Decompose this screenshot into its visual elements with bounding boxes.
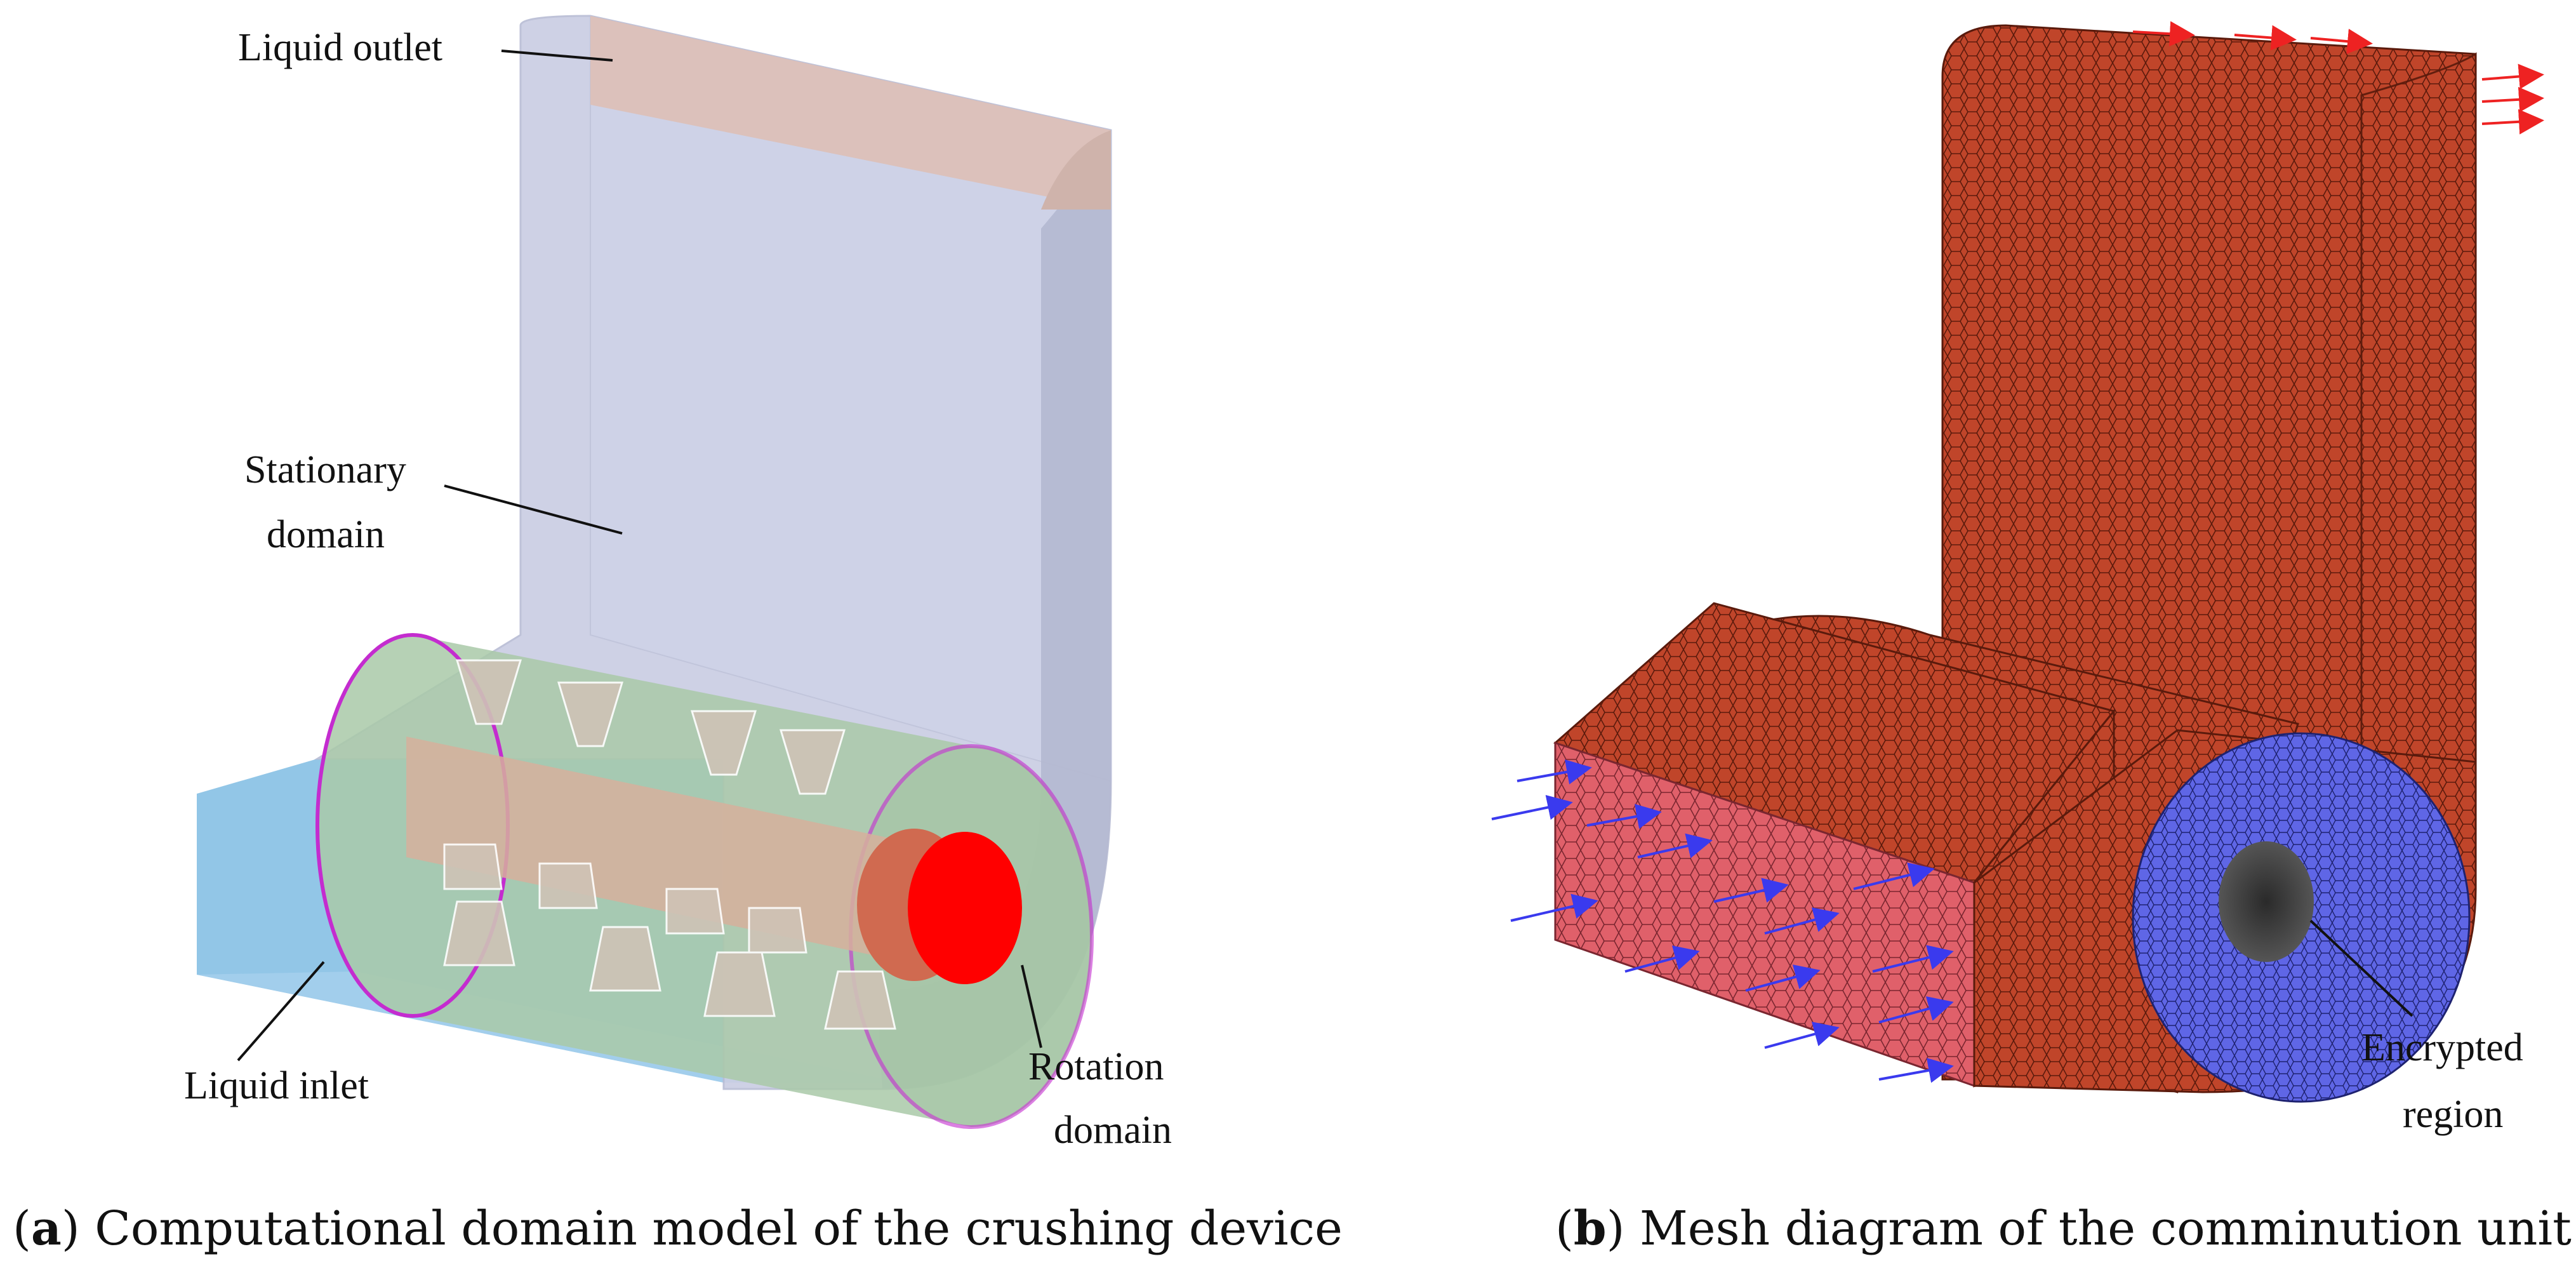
inlet-arrows xyxy=(1491,759,1954,1083)
blades xyxy=(443,659,896,1030)
caption-a-open: ( xyxy=(13,1201,31,1256)
label-liquid-inlet: Liquid inlet xyxy=(184,1064,369,1107)
label-stationary-2: domain xyxy=(267,513,385,556)
label-liquid-outlet: Liquid outlet xyxy=(238,26,442,69)
caption-b: (b) Mesh diagram of the comminution unit xyxy=(1555,1201,2572,1256)
panel-a: Liquid outlet Stationary domain Liquid i… xyxy=(13,15,1343,1256)
label-encrypted-2: region xyxy=(2403,1093,2503,1136)
mesh-encrypted-region xyxy=(2219,841,2314,962)
label-encrypted-1: Encrypted xyxy=(2361,1026,2523,1069)
shaft-face xyxy=(908,832,1022,984)
outlet-side xyxy=(1041,130,1111,210)
label-rotation-1: Rotation xyxy=(1028,1045,1164,1088)
caption-b-letter: b xyxy=(1574,1201,1607,1256)
leader-stationary xyxy=(444,484,623,535)
caption-b-open: ( xyxy=(1555,1201,1574,1256)
leader-encrypted xyxy=(2309,919,2413,1017)
caption-a-text: ) Computational domain model of the crus… xyxy=(62,1201,1343,1256)
leader-rotation xyxy=(1021,965,1042,1048)
panel-b: Encrypted region (b) Mesh diagram of the… xyxy=(1491,21,2572,1256)
caption-a: (a) Computational domain model of the cr… xyxy=(13,1201,1343,1256)
label-rotation-2: domain xyxy=(1054,1109,1172,1152)
leader-liquid-inlet xyxy=(237,961,325,1062)
outlet-face xyxy=(590,16,1111,210)
outlet-arrows xyxy=(2132,21,2544,135)
caption-b-text: ) Mesh diagram of the comminution unit xyxy=(1607,1201,2572,1256)
caption-a-letter: a xyxy=(31,1201,62,1256)
label-stationary-1: Stationary xyxy=(244,448,406,491)
leader-liquid-outlet xyxy=(501,50,613,62)
